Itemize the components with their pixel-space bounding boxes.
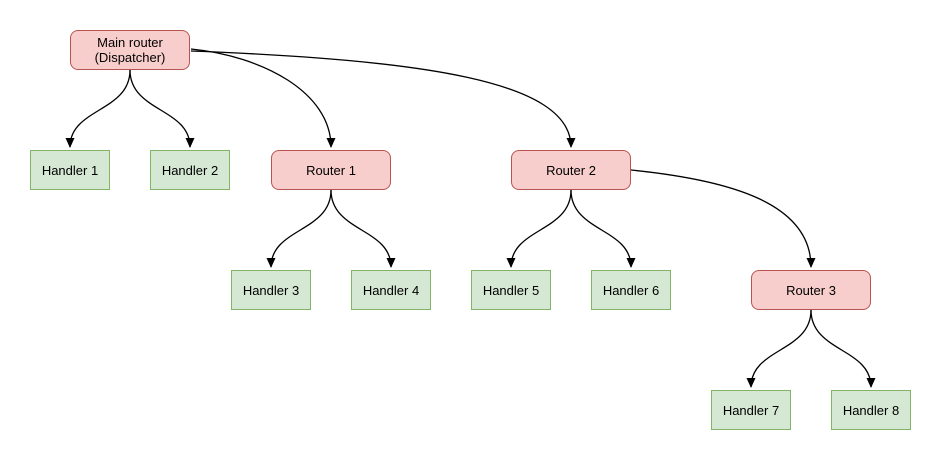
node-main-router-label: Main router (Dispatcher) <box>94 35 166 65</box>
node-handler-5-label: Handler 5 <box>482 282 540 298</box>
edge-main-router-to-router-2 <box>190 50 576 148</box>
node-router-3: Router 3 <box>751 270 871 310</box>
node-router-2: Router 2 <box>511 150 631 190</box>
node-handler-2-label: Handler 2 <box>161 162 219 178</box>
edge-main-router-to-handler-1 <box>65 69 131 148</box>
node-handler-1-label: Handler 1 <box>41 162 99 178</box>
edge-router-2-to-handler-6 <box>570 189 636 268</box>
node-handler-6: Handler 6 <box>591 270 671 310</box>
node-router-2-label: Router 2 <box>546 162 596 178</box>
edge-router-1-to-handler-3 <box>266 189 332 268</box>
node-handler-3: Handler 3 <box>231 270 311 310</box>
edge-main-router-to-router-1 <box>190 48 336 148</box>
node-handler-4-label: Handler 4 <box>362 282 420 298</box>
node-router-3-label: Router 3 <box>786 282 836 298</box>
node-main-router: Main router (Dispatcher) <box>70 30 190 70</box>
edge-router-3-to-handler-8 <box>810 309 876 388</box>
node-handler-2: Handler 2 <box>150 150 230 190</box>
edge-router-2-to-handler-5 <box>506 189 572 268</box>
node-handler-7-label: Handler 7 <box>722 402 780 418</box>
edge-router-1-to-handler-4 <box>330 189 396 268</box>
node-handler-5: Handler 5 <box>471 270 551 310</box>
node-handler-7: Handler 7 <box>711 390 791 430</box>
node-handler-8: Handler 8 <box>831 390 911 430</box>
node-handler-4: Handler 4 <box>351 270 431 310</box>
node-handler-1: Handler 1 <box>30 150 110 190</box>
node-handler-3-label: Handler 3 <box>242 282 300 298</box>
node-router-1-label: Router 1 <box>306 162 356 178</box>
edge-router-2-to-router-3 <box>630 169 816 268</box>
node-handler-6-label: Handler 6 <box>602 282 660 298</box>
edge-main-router-to-handler-2 <box>129 69 195 148</box>
edge-router-3-to-handler-7 <box>746 309 812 388</box>
node-handler-8-label: Handler 8 <box>842 402 900 418</box>
node-router-1: Router 1 <box>271 150 391 190</box>
